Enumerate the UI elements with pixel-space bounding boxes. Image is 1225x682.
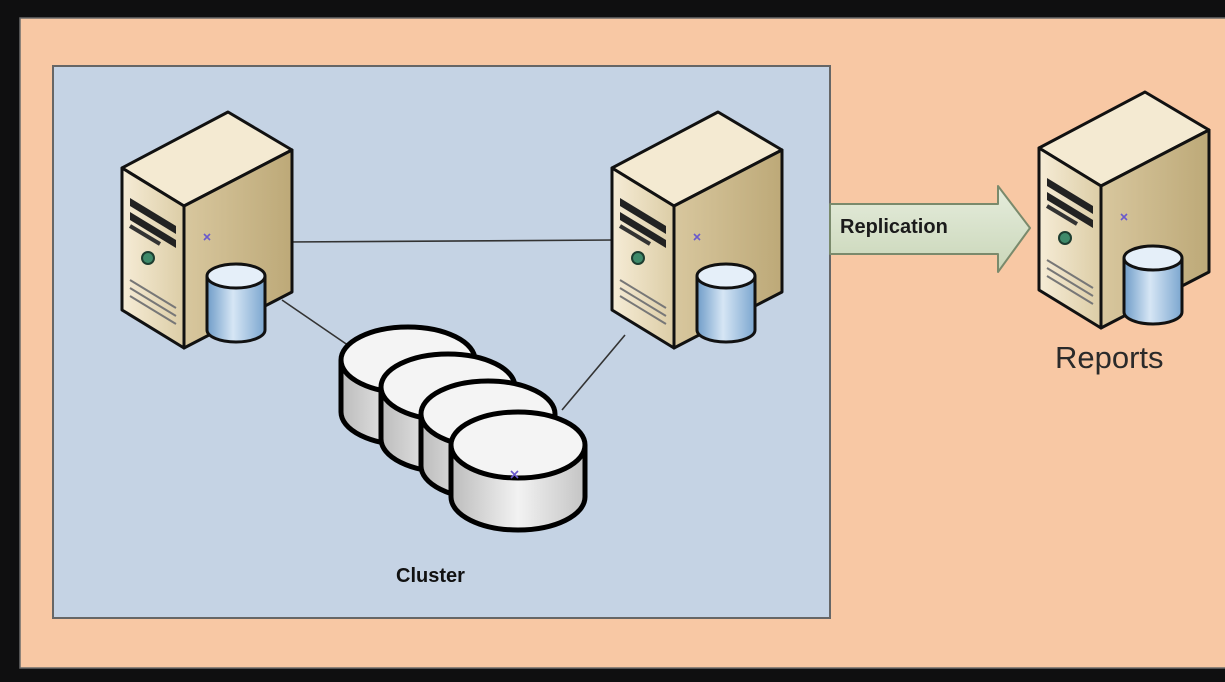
database-icon (1122, 244, 1184, 326)
disk-array-icon (341, 327, 585, 530)
database-icon (205, 262, 267, 344)
server-link-line (284, 239, 616, 243)
database-icon (695, 262, 757, 344)
replication-label: Replication (840, 216, 948, 238)
storage-link-line-right (561, 334, 626, 411)
cluster-label: Cluster (396, 565, 465, 587)
storage-link-line-left (281, 299, 356, 351)
reports-label: Reports (1055, 340, 1164, 375)
arrow-right-icon (829, 185, 1031, 273)
